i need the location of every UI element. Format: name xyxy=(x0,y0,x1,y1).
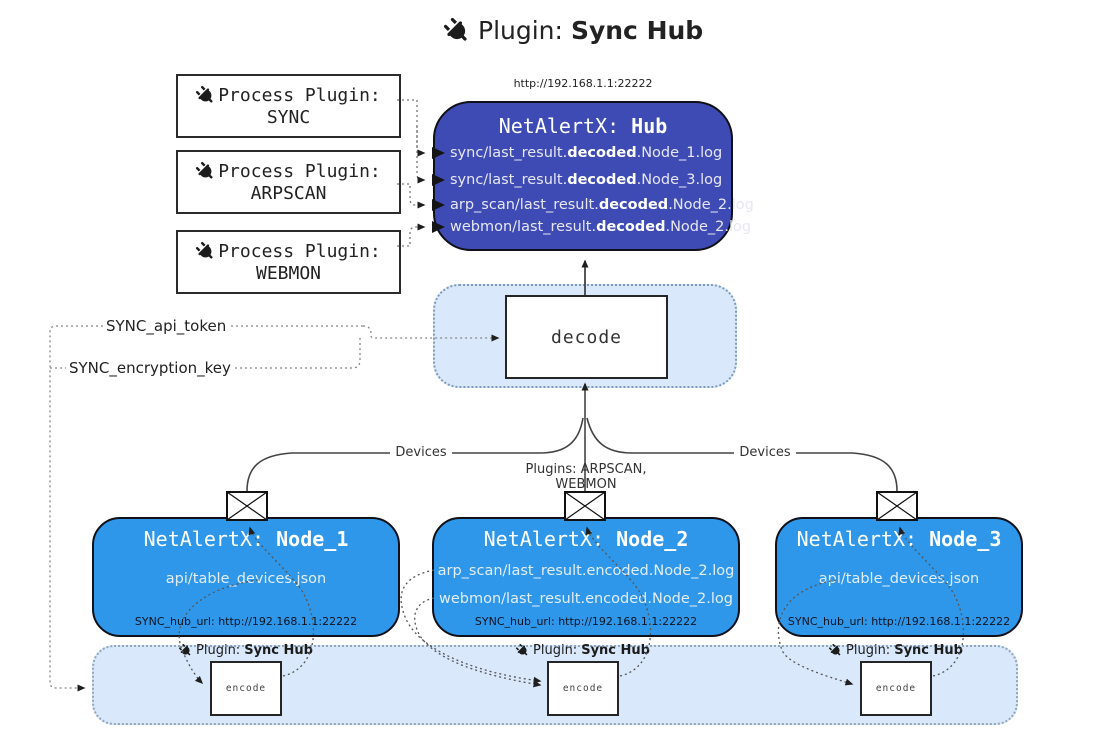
hub-title: NetAlertX: Hub xyxy=(498,114,668,138)
process-plugin-label: Process Plugin: xyxy=(218,240,381,262)
plug-icon xyxy=(178,643,191,656)
edge-label-devices-left: Devices xyxy=(390,445,452,460)
process-plugin-name: ARPSCAN xyxy=(250,182,327,204)
config-encryption-key-label: SYNC_encryption_key xyxy=(66,359,234,377)
node-file: arp_scan/last_result.encoded.Node_2.log xyxy=(437,563,735,579)
node-file: webmon/last_result.encoded.Node_2.log xyxy=(438,591,733,607)
node-title: NetAlertX: Node_1 xyxy=(143,527,349,551)
node-1-box: NetAlertX: Node_1 api/table_devices.json… xyxy=(92,517,400,637)
plug-icon xyxy=(196,161,213,179)
band-plugin-label: Plugin: Sync Hub xyxy=(811,643,981,658)
page-title: Plugin: Sync Hub xyxy=(443,16,704,45)
envelope-icon xyxy=(564,491,606,521)
node-2-box: NetAlertX: Node_2 arp_scan/last_result.e… xyxy=(432,517,740,637)
config-api-token-label: SYNC_api_token xyxy=(103,317,230,335)
plug-icon xyxy=(196,241,213,259)
plug-icon xyxy=(515,643,528,656)
envelope-icon xyxy=(226,491,268,521)
edge-label-plugins: Plugins: ARPSCAN, WEBMON xyxy=(525,462,647,492)
hub-log-line: sync/last_result.decoded.Node_1.log xyxy=(450,145,723,161)
hub-log-line: webmon/last_result.decoded.Node_2.log xyxy=(450,219,752,235)
process-plugin-box-webmon: Process Plugin: WEBMON xyxy=(176,230,401,294)
title-prefix: Plugin: xyxy=(478,16,563,45)
envelope-icon xyxy=(876,491,918,521)
encode-box: encode xyxy=(210,661,282,716)
hub-url: http://192.168.1.1:22222 xyxy=(513,77,653,90)
process-plugin-box-sync: Process Plugin: SYNC xyxy=(176,74,401,138)
plug-icon xyxy=(443,17,467,41)
hub-box: NetAlertX: Hub sync/last_result.decoded.… xyxy=(433,101,754,251)
hub-log-line: sync/last_result.decoded.Node_3.log xyxy=(450,172,723,188)
edge-label-devices-right: Devices xyxy=(734,445,796,460)
plug-icon xyxy=(828,643,841,656)
process-plugin-label: Process Plugin: xyxy=(218,84,381,106)
node-hub-url: SYNC_hub_url: http://192.168.1.1:22222 xyxy=(474,615,698,628)
decode-box: decode xyxy=(505,295,668,379)
hub-log-line: arp_scan/last_result.decoded.Node_2.log xyxy=(450,197,754,213)
encode-box: encode xyxy=(547,661,619,716)
wire-plugins-to-hub xyxy=(397,99,426,247)
band-plugin-label: Plugin: Sync Hub xyxy=(161,643,331,658)
encode-box: encode xyxy=(860,661,932,716)
band-plugin-label: Plugin: Sync Hub xyxy=(498,643,668,658)
node-hub-url: SYNC_hub_url: http://192.168.1.1:22222 xyxy=(787,615,1011,628)
node-hub-url: SYNC_hub_url: http://192.168.1.1:22222 xyxy=(134,615,358,628)
node-file: api/table_devices.json xyxy=(818,571,980,587)
node-file: api/table_devices.json xyxy=(165,571,327,587)
process-plugin-label: Process Plugin: xyxy=(218,160,381,182)
process-plugin-name: SYNC xyxy=(266,106,311,128)
process-plugin-box-arpscan: Process Plugin: ARPSCAN xyxy=(176,150,401,214)
node-title: NetAlertX: Node_3 xyxy=(796,527,1002,551)
node-3-box: NetAlertX: Node_3 api/table_devices.json… xyxy=(775,517,1023,637)
node-title: NetAlertX: Node_2 xyxy=(483,527,689,551)
plug-icon xyxy=(196,85,213,103)
title-name: Sync Hub xyxy=(570,16,704,45)
process-plugin-name: WEBMON xyxy=(255,262,322,284)
